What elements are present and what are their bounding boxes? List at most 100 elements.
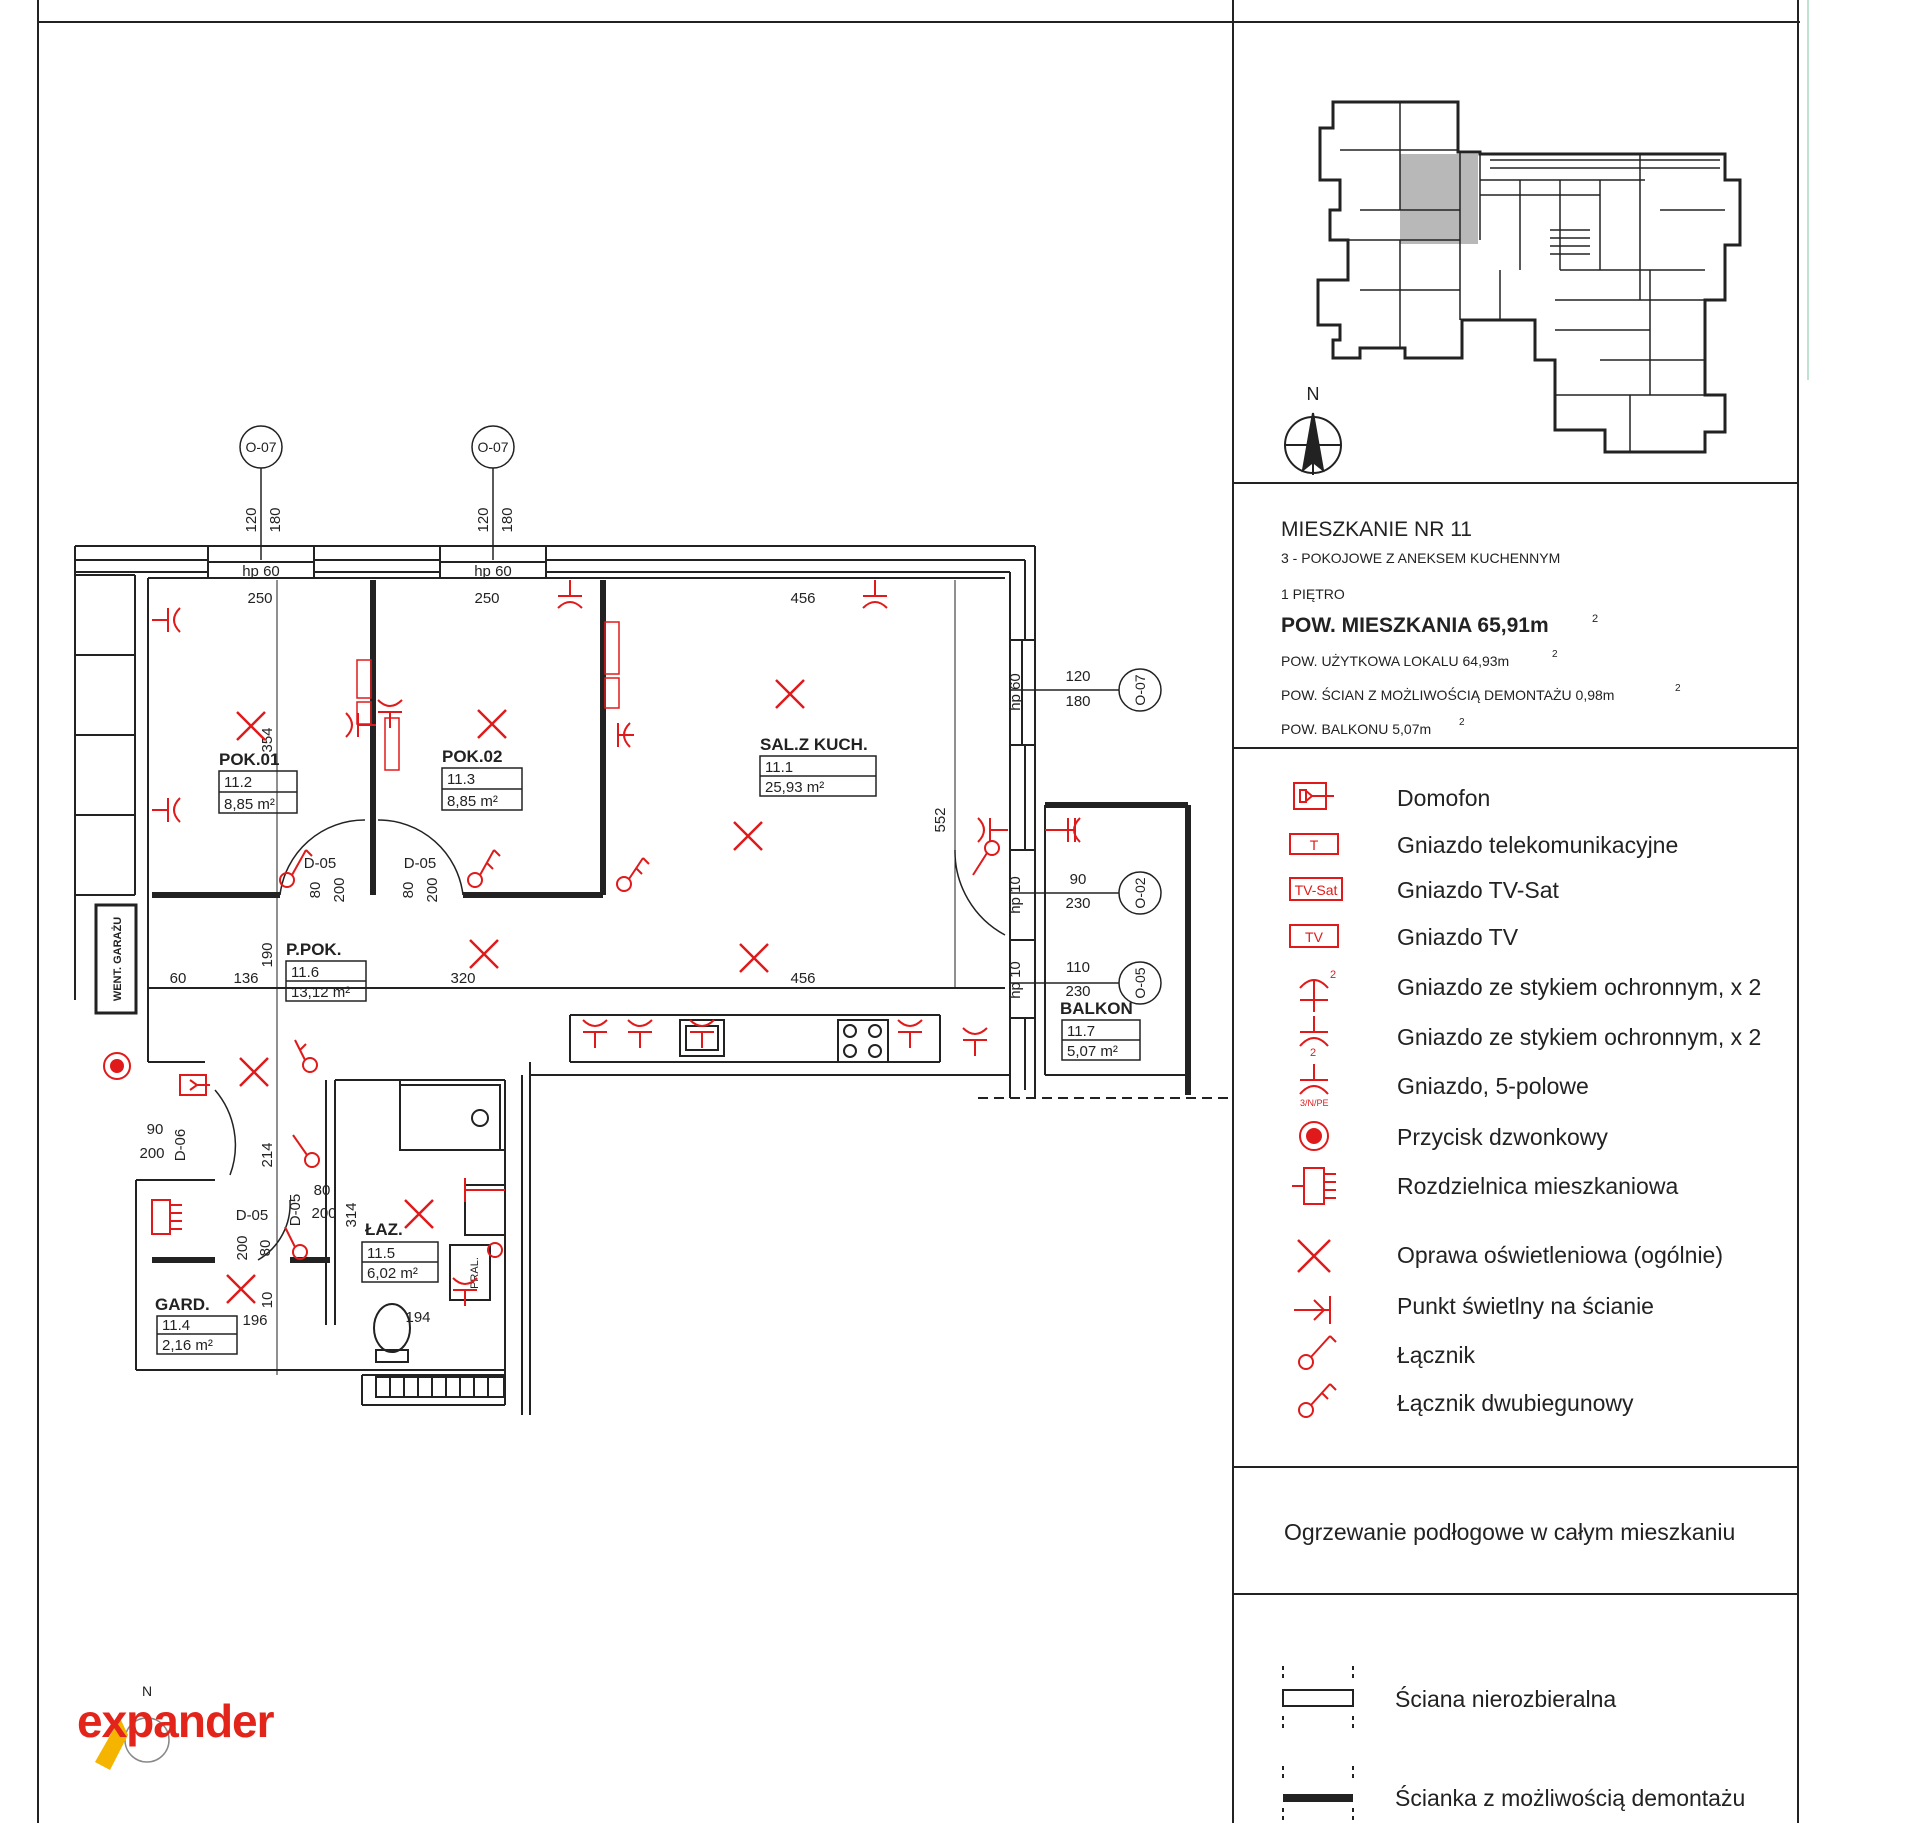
- telecom-socket-icon: [356, 701, 372, 725]
- usable-area-sup: 2: [1552, 649, 1558, 660]
- hp60-a: hp 60: [242, 563, 280, 580]
- floor-plan: O-07 O-07 O-07 O-02 O-05 120 180 120 180…: [74, 425, 1233, 1415]
- axis-label-o02: O-02: [1132, 877, 1148, 908]
- room-no-salon: 11.1: [765, 759, 793, 776]
- dim-196: 196: [242, 1312, 267, 1329]
- dim-194: 194: [405, 1309, 430, 1326]
- axis-markers: [148, 425, 1162, 1375]
- room-no-balkon: 11.7: [1067, 1023, 1095, 1040]
- tv-sat-code: TV-Sat: [1295, 882, 1338, 898]
- switch-icon: [1298, 1335, 1337, 1370]
- garage-vent-box: [94, 903, 138, 1015]
- door-height-pok01: 200: [331, 877, 348, 902]
- legend-label-switch: Łącznik: [1397, 1342, 1475, 1368]
- dim-320: 320: [450, 970, 475, 987]
- tv-socket-icon: TV: [1289, 924, 1339, 948]
- double-socket-icon: [152, 797, 181, 823]
- tv-code: TV: [1305, 929, 1324, 945]
- apartment-type: 3 - POKOJOWE Z ANEKSEM KUCHENNYM: [1281, 550, 1560, 566]
- light-fixture-icon: [739, 943, 769, 973]
- sockets: [152, 580, 1081, 1306]
- double-socket-icon: [345, 712, 376, 738]
- door-label-entry: D-06: [172, 1129, 189, 1162]
- double-pole-switch-icon: [467, 849, 501, 888]
- axis-label-o05: O-05: [1132, 967, 1148, 998]
- legend-label-light-fixture: Oprawa oświetleniowa (ogólnie): [1397, 1242, 1723, 1268]
- floor-label: 1 PIĘTRO: [1281, 586, 1345, 602]
- room-name-salon: SAL.Z KUCH.: [760, 735, 868, 754]
- tv-socket-icon: [604, 677, 620, 709]
- room-pok01: POK.01 11.2 8,85 m²: [218, 750, 298, 814]
- bathroom-fixtures: [373, 1084, 506, 1363]
- drawing-frame: [37, 0, 1800, 1823]
- switch-icon: [279, 849, 313, 888]
- highlighted-apartment: [1400, 154, 1478, 244]
- dim-180-a: 180: [267, 507, 284, 532]
- room-area-gard: 2,16 m²: [162, 1337, 213, 1354]
- intercom-icon: [179, 1074, 210, 1096]
- tv-sat-socket-icon: [604, 621, 620, 675]
- legend-label-doorbell: Przycisk dzwonkowy: [1397, 1124, 1608, 1150]
- double-socket-icon: [977, 817, 1008, 843]
- legend-label-switchboard: Rozdzielnica mieszkaniowa: [1397, 1173, 1678, 1199]
- light-fixture-icon: [477, 709, 507, 739]
- room-laz: ŁAZ. 11.5 6,02 m²: [361, 1220, 439, 1283]
- area-sup: 2: [1592, 613, 1598, 625]
- tv-sat-socket-icon: TV-Sat: [1289, 877, 1343, 901]
- room-area-ppok: 13,12 m²: [291, 984, 350, 1001]
- wall-lights: [464, 818, 1076, 1202]
- axis-label-o07-c: O-07: [1132, 674, 1148, 705]
- doorbell-icon: [103, 1052, 131, 1080]
- light-fixture-icon: [239, 1057, 269, 1087]
- legend-label-telecom: Gniazdo telekomunikacyjne: [1397, 832, 1678, 858]
- room-area-salon: 25,93 m²: [765, 779, 824, 796]
- room-balkon: BALKON 11.7 5,07 m²: [1060, 999, 1141, 1061]
- wall-legend-label-fixed: Ściana nierozbieralna: [1395, 1685, 1616, 1712]
- legend-label-double-socket: Gniazdo ze stykiem ochronnym, x 2: [1397, 974, 1761, 1000]
- double-socket-icon: [377, 699, 403, 728]
- laundry-label: PRAL.: [469, 1257, 481, 1289]
- room-name-pok01: POK.01: [219, 750, 279, 769]
- light-fixture-icon: [1297, 1239, 1331, 1273]
- door-height-pok02: 200: [424, 877, 441, 902]
- dim-354: 354: [259, 727, 276, 752]
- walls-area-sup: 2: [1675, 683, 1681, 694]
- door-width-laz: 80: [314, 1182, 331, 1199]
- interior-walls: [152, 580, 606, 898]
- double-socket-icon: [627, 1019, 653, 1048]
- walls-area: POW. ŚCIAN Z MOŻLIWOŚCIĄ DEMONTAŻU 0,98m: [1281, 686, 1614, 703]
- double-socket-icon: [962, 1027, 988, 1056]
- door-width-gard: 80: [257, 1240, 274, 1257]
- switchboard-icon: [151, 1199, 182, 1235]
- light-fixture-icon: [775, 679, 805, 709]
- dim-120-c: 120: [1065, 668, 1090, 685]
- room-area-pok02: 8,85 m²: [447, 793, 498, 810]
- room-name-balkon: BALKON: [1060, 999, 1133, 1018]
- light-fixture-icon: [236, 711, 266, 741]
- switchboard-icon: [1292, 1167, 1336, 1205]
- double-pole-switch-icon: [1298, 1383, 1337, 1418]
- room-ppok: P.POK. 11.6 13,12 m²: [285, 940, 367, 1002]
- door-height-gard: 200: [234, 1235, 251, 1260]
- room-salon: SAL.Z KUCH. 11.1 25,93 m²: [759, 735, 877, 797]
- dim-250-a: 250: [247, 590, 272, 607]
- five-pole-socket-icon: 3/N/PE: [1299, 1064, 1329, 1108]
- logo-north-label: N: [142, 1683, 152, 1699]
- key-plan-north-label: N: [1307, 384, 1320, 404]
- dim-120-a: 120: [243, 507, 260, 532]
- light-fixture-icon: [733, 821, 763, 851]
- room-no-ppok: 11.6: [291, 964, 319, 981]
- door-label-laz: D-05: [287, 1194, 304, 1227]
- telecom-socket-icon: T: [1289, 833, 1339, 855]
- svg-text:2: 2: [1330, 969, 1336, 981]
- tv-socket-icon: [356, 659, 372, 699]
- door-width-entry: 90: [147, 1121, 164, 1138]
- hp60-c: hp 60: [1007, 673, 1024, 711]
- double-socket-icon: [152, 607, 181, 633]
- dim-214: 214: [259, 1142, 276, 1167]
- switch-icon: [972, 840, 1000, 876]
- door-height-laz: 200: [311, 1205, 336, 1222]
- legend: Domofon T Gniazdo telekomunikacyjne TV-S…: [1289, 782, 1761, 1418]
- radiator: [375, 1376, 505, 1398]
- room-area-balkon: 5,07 m²: [1067, 1043, 1118, 1060]
